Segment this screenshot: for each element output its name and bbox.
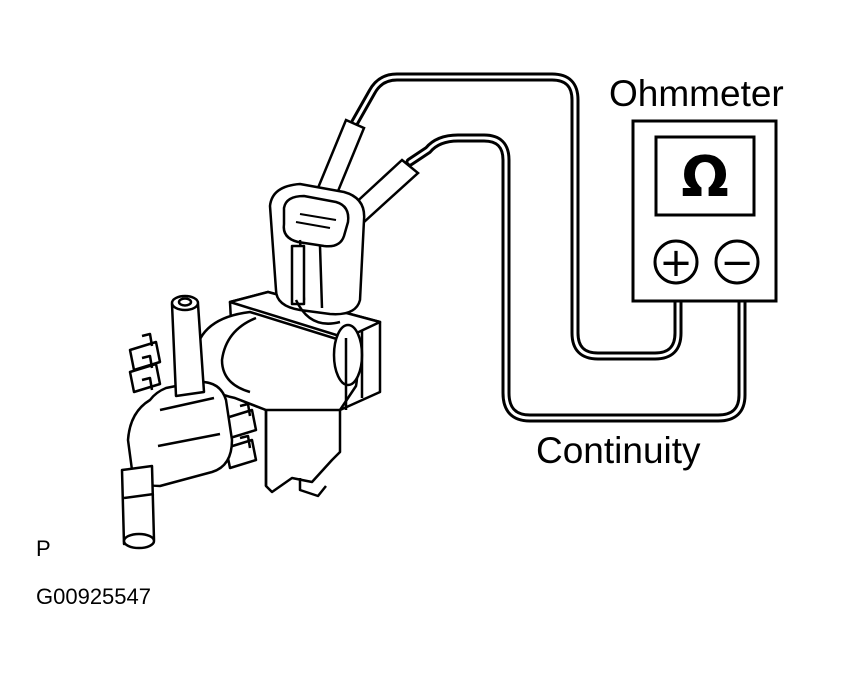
positive-terminal <box>653 239 699 285</box>
port-housing <box>126 380 234 488</box>
negative-terminal <box>714 239 760 285</box>
ohmmeter: Ω + − <box>631 119 778 303</box>
positive-lead-wire <box>350 72 683 361</box>
negative-lead-wire <box>405 133 747 423</box>
lower-port-nipple <box>120 464 156 546</box>
ohmmeter-display <box>654 135 756 217</box>
upper-port-nipple <box>170 302 206 398</box>
positive-terminal-sign: + <box>659 240 693 286</box>
view-letter: P <box>36 536 51 561</box>
figure-id: G00925547 <box>36 584 151 609</box>
vacuum-switching-valve <box>120 182 382 550</box>
ohm-symbol: Ω <box>681 145 729 210</box>
continuity-label: Continuity <box>536 430 701 471</box>
ohmmeter-leads <box>350 72 747 423</box>
ohmmeter-label: Ohmmeter <box>609 73 784 114</box>
negative-terminal-sign: − <box>720 240 754 286</box>
